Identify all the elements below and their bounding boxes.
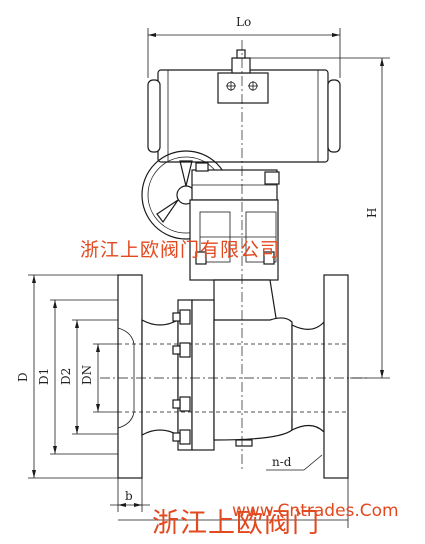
pneumatic-actuator	[147, 49, 341, 163]
watermark-website: www.Cntrades.Com	[232, 501, 399, 521]
dimension-diameters: D D1 D2 DN	[16, 274, 118, 479]
mounting-bracket	[189, 199, 279, 281]
label-n-d: n-d	[272, 455, 292, 469]
dimension-b: b	[110, 478, 150, 512]
dimension-lo: Lo	[147, 15, 341, 78]
flange-bolts	[172, 309, 191, 445]
label-b: b	[125, 489, 133, 503]
leader-n-d: n-d	[266, 454, 323, 471]
label-lo: Lo	[236, 15, 251, 29]
valve-body	[117, 274, 349, 479]
label-h: H	[365, 208, 379, 218]
label-d: D	[16, 372, 30, 382]
watermark-brand: 浙江上欧阀门	[152, 508, 320, 539]
dimension-h: H	[250, 57, 390, 379]
label-dn: DN	[80, 365, 94, 385]
label-d2: D2	[59, 368, 73, 385]
label-d1: D1	[37, 368, 51, 385]
watermark-company: 浙江上欧阀门有限公司	[80, 239, 280, 261]
